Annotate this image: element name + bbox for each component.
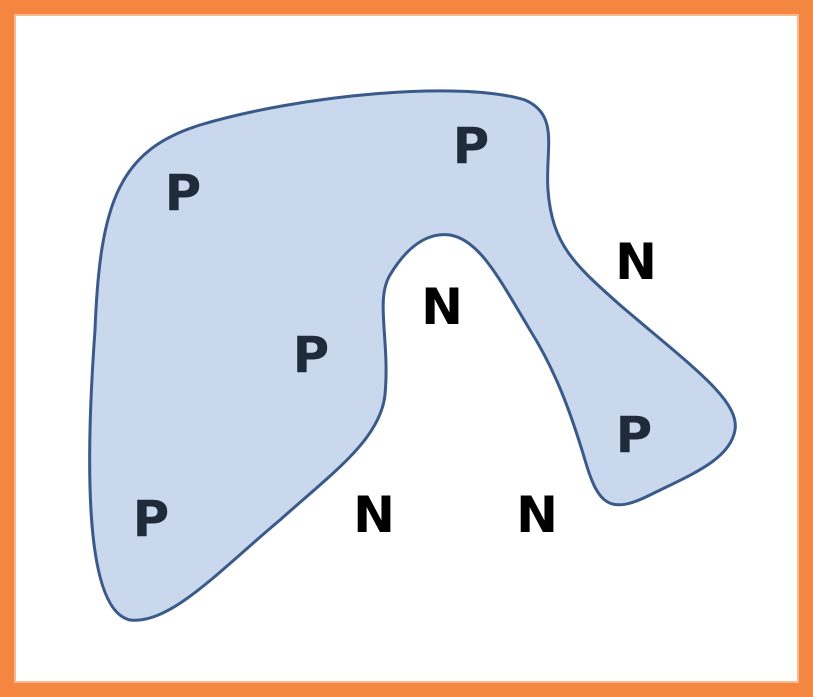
negative-label: N [421,278,463,336]
positive-label: P [616,406,653,464]
positive-region [88,89,737,622]
negative-label: N [615,233,657,291]
negative-label: N [353,486,395,544]
negative-label: N [516,486,558,544]
positive-label: P [293,326,330,384]
positive-label: P [453,117,490,175]
positive-label: P [133,490,170,548]
positive-label: P [165,164,202,222]
